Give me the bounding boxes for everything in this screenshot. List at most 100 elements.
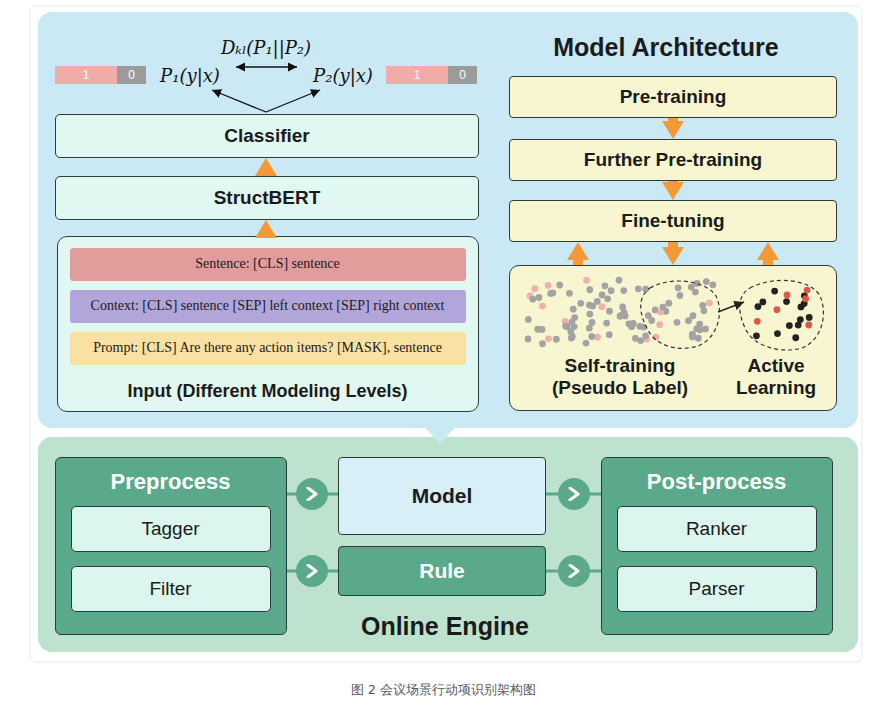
data-dot [806,314,813,321]
data-dot [774,330,781,337]
flow-circle [558,555,590,587]
data-dot [583,277,590,284]
flow-arrow [763,252,773,265]
data-dot [545,282,552,289]
flow-arrow [668,242,678,255]
data-dot [656,321,663,328]
text-slot: Further Pre-training [510,140,836,180]
input-bar: Prompt: [CLS] Are there any action items… [70,332,466,365]
caption: 图 2 会议场景行动项识别架构图 [351,681,537,699]
text-slot: 图 2 会议场景行动项识别架构图 [0,678,887,702]
output-arrow [266,90,320,112]
data-dot [674,319,681,326]
stage-box: Pre-training [509,76,837,118]
data-dot [553,336,560,343]
data-dot [755,303,762,310]
cluster-outline [641,281,720,348]
bit-label: 1 [414,68,421,82]
flow-arrow [573,252,583,265]
node-label: Rule [419,559,465,583]
node-label: StructBERT [214,187,321,209]
output-arrow [212,90,266,112]
math-label: P₁(y|x) [160,65,220,86]
flow-arrow [261,230,271,236]
data-dot [701,307,708,314]
data-dot [753,332,760,339]
text-slot: Tagger [72,507,270,551]
data-dot [703,278,710,285]
data-dot [604,295,611,302]
flow-arrow [668,118,678,129]
node-label: Prompt: [CLS] Are there any action items… [93,340,442,356]
text-slot: Ranker [618,507,816,551]
process-box: Parser [617,566,817,612]
data-dot [606,308,613,315]
data-dot [598,303,605,310]
text-slot: Pre-training [510,77,836,117]
data-dot [642,332,649,339]
process-box: Tagger [71,506,271,552]
text-slot: 0 [450,66,476,84]
bit-label: 1 [83,68,90,82]
data-dot [696,326,703,333]
data-dot [805,322,812,329]
process-box: Model [338,457,546,535]
text-slot: Parser [618,567,816,611]
data-dot [531,285,538,292]
data-dot [586,311,593,318]
figure-frame [30,6,862,662]
data-dot [529,296,536,303]
data-dot [594,334,601,341]
process-box: Rule [338,546,546,596]
data-dot [566,290,573,297]
data-dot [798,303,805,310]
data-dot [694,280,701,287]
chevron-connector [287,493,338,496]
data-dot [606,331,613,338]
stage-box: Fine-tuning [509,200,837,242]
data-box: Self-training (Pseudo Label)Active Learn… [509,265,837,411]
data-dot [771,288,778,295]
data-dot [774,306,781,313]
data-dot [784,292,791,299]
process-box: StructBERT [55,176,479,220]
heading-text: Self-training (Pseudo Label) [532,355,708,399]
text-slot: Post-process [602,464,831,500]
engine-panel: TaggerFilterPreprocessModelRuleRankerPar… [38,437,858,652]
data-dot [689,331,696,338]
kl-arrow [236,66,297,67]
text-slot: Model Architecture [506,28,826,66]
data-dot [586,286,593,293]
node-label: Parser [689,578,745,600]
math-label: P₂(y|x) [313,65,373,86]
node-label: Model [412,484,473,508]
node-label: Sentence: [CLS] sentence [195,256,340,272]
text-slot: Fine-tuning [510,201,836,241]
text-slot: P₂(y|x) [301,63,385,87]
data-dot [602,282,609,289]
data-dot [690,312,697,319]
data-dot [636,323,643,330]
text-slot: Online Engine [295,607,595,645]
data-dot [603,320,610,327]
data-dot [783,298,790,305]
data-dot [568,319,575,326]
text-slot: Self-training (Pseudo Label) [532,350,708,404]
text-slot: Input (Different Modeling Levels) [58,375,477,407]
node-label: Context: [CLS] sentence [SEP] left conte… [91,298,445,314]
data-dot [556,282,563,289]
data-dot [583,340,590,347]
data-dot [539,326,546,333]
text-slot: Sentence: [CLS] sentence [70,248,466,281]
stage-box: Further Pre-training [509,139,837,181]
data-dot [677,292,684,299]
panel-notch [424,427,456,443]
data-dot [754,318,761,325]
data-dot [545,335,552,342]
flow-circle [296,478,328,510]
flow-arrow [668,181,678,190]
heading-text: Post-process [647,469,786,495]
node-label: Fine-tuning [621,210,724,232]
